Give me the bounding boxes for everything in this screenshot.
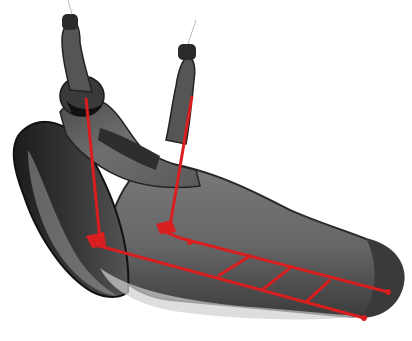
upper-end-point [385, 289, 391, 295]
lower-end-point [361, 315, 367, 321]
left-brake-line [68, 0, 72, 14]
left-glove [62, 14, 78, 30]
upper-start-point [187, 239, 193, 245]
right-brake-line [188, 20, 196, 44]
right-glove [178, 44, 196, 60]
